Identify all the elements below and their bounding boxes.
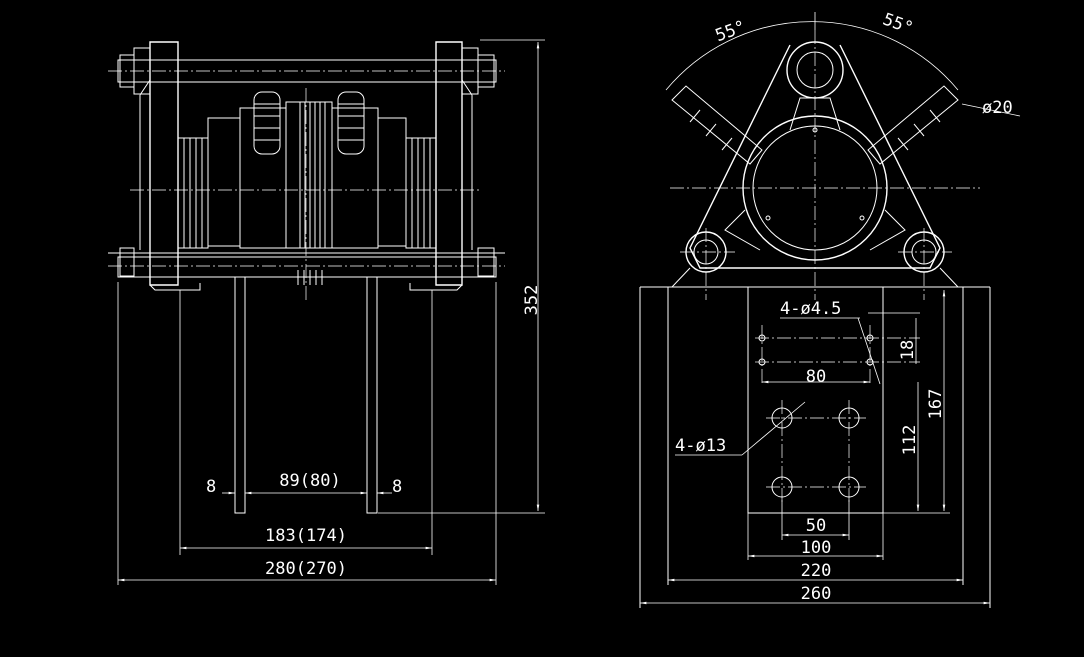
dim-280-270: 280(270) (265, 559, 347, 579)
dim-8-left: 8 (206, 477, 216, 497)
dim-angle-left: 55° (713, 17, 749, 46)
dim-80: 80 (806, 367, 826, 387)
dim-large-holes: 4-ø13 (675, 436, 726, 456)
dim-220: 220 (801, 561, 832, 581)
dim-100: 100 (801, 538, 832, 558)
dim-angle-right: 55° (880, 10, 916, 39)
dim-nozzle-dia: ø20 (982, 98, 1013, 118)
dim-50: 50 (806, 516, 826, 536)
front-view: 55° 55° ø20 (639, 10, 1021, 608)
dim-89-80: 89(80) (279, 471, 340, 491)
dim-18: 18 (898, 340, 918, 360)
side-view: 352 8 89(80) 8 183(174) 280(270) (108, 39, 545, 585)
dim-352: 352 (522, 285, 542, 316)
dim-167: 167 (926, 389, 946, 420)
dim-small-holes: 4-ø4.5 (780, 299, 841, 319)
dim-8-right: 8 (392, 477, 402, 497)
dim-112: 112 (900, 425, 920, 456)
dim-260: 260 (801, 584, 832, 604)
dim-183-174: 183(174) (265, 526, 347, 546)
